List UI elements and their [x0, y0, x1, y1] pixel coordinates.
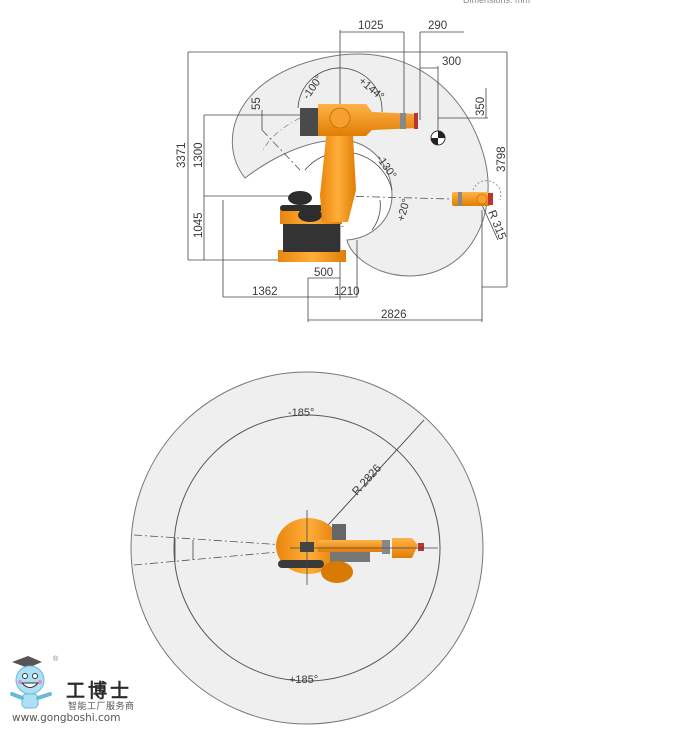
dim-290: 290 [428, 20, 447, 32]
dim-350: 350 [475, 97, 487, 116]
dim-1025: 1025 [358, 20, 384, 32]
dim-1045: 1045 [193, 212, 205, 238]
units-caption: Dimensions: mm [463, 0, 530, 5]
dim-r315: R 315 [485, 209, 508, 242]
dim-55: 55 [251, 97, 263, 110]
dim-3371: 3371 [176, 142, 188, 168]
dim-1362: 1362 [252, 286, 278, 298]
dimension-lines [187, 30, 508, 322]
angle-a1-positive: +185° [289, 674, 318, 686]
dim-500: 500 [314, 267, 333, 279]
angle-a1-negative: -185° [288, 407, 314, 419]
dim-2826: 2826 [381, 309, 407, 321]
angle-arcs [297, 67, 393, 231]
robot-side-view [278, 104, 493, 262]
angle-a2-positive: +20° [395, 197, 413, 222]
inner-reach-circle [173, 414, 441, 682]
work-envelope-side [231, 53, 489, 277]
mascot-icon [10, 656, 52, 709]
brand-tagline: 智能工厂服务商 [68, 702, 135, 712]
dim-300: 300 [442, 56, 461, 68]
dim-1210: 1210 [334, 286, 360, 298]
brand-name: 工博士 [66, 680, 133, 702]
side-view: 1025 290 300 350 3798 3371 1300 1045 55 … [176, 20, 508, 322]
watermark-logo: ® 工博士 智能工厂服务商 www.gongboshi.com [8, 654, 138, 726]
brand-url: www.gongboshi.com [12, 712, 121, 724]
dim-3798: 3798 [496, 146, 508, 172]
center-of-gravity-icon [430, 130, 446, 146]
top-view: -185° +185° R 2826 [130, 371, 484, 725]
registered-mark: ® [53, 656, 59, 663]
dim-1300: 1300 [193, 142, 205, 168]
